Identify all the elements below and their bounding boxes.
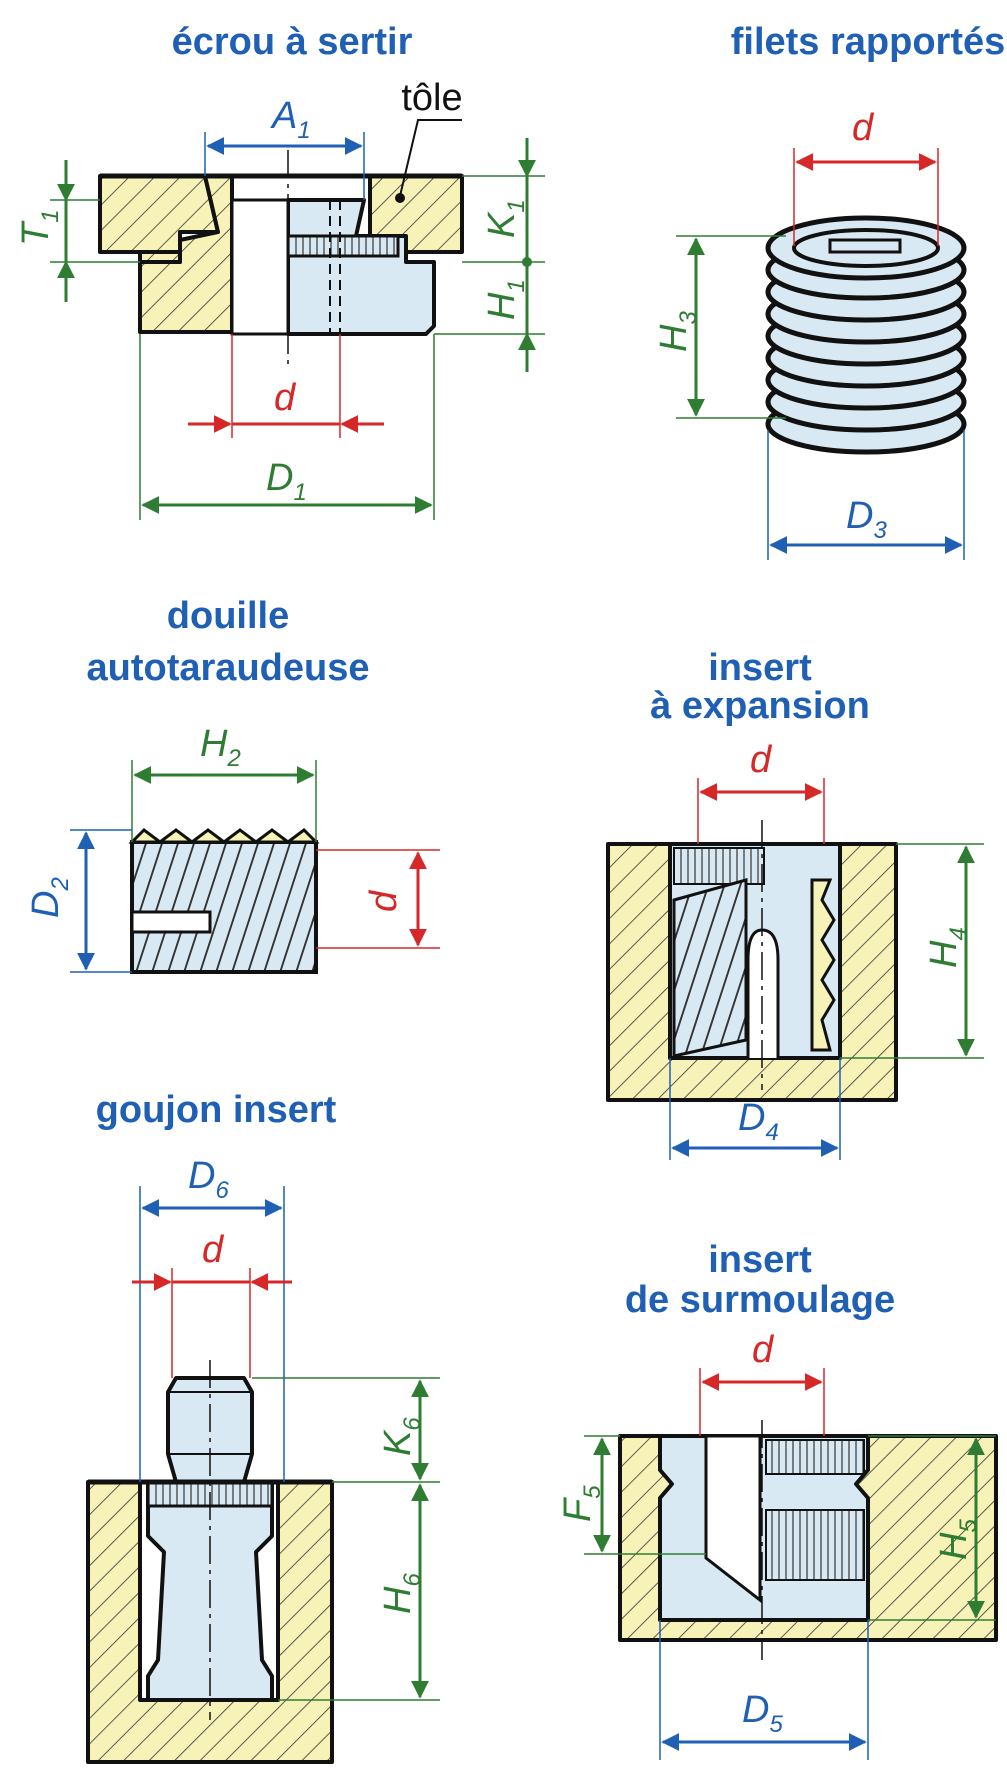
- goujon-title: goujon insert: [96, 1089, 337, 1131]
- goujon-insert-figure: goujon insert D6 d K6 H6: [86, 1089, 440, 1764]
- dim-d6-label: D6: [188, 1155, 229, 1204]
- surmoulage-knurl-top: [765, 1439, 865, 1475]
- surmoulage-title-line1: insert: [708, 1239, 812, 1281]
- sleeve-body: [130, 840, 318, 974]
- ecrou-a-sertir-figure: écrou à sertir tôle A1 T1: [15, 21, 545, 520]
- surmoulage-knurl-bottom: [765, 1509, 865, 1581]
- dim-t1-label: T1: [15, 209, 64, 246]
- dim-d4-label: D4: [738, 1097, 779, 1146]
- dim-k1-label: K1: [481, 199, 530, 238]
- sleeve-slot: [130, 910, 212, 934]
- douille-autotaraudeuse-figure: douille autotaraudeuse H2 D2 d: [25, 595, 440, 974]
- tole-label: tôle: [401, 77, 462, 119]
- expansion-slot: [746, 928, 780, 1058]
- sleeve-teeth: [128, 828, 320, 844]
- dim-d-label: d: [750, 739, 773, 781]
- douille-title-line1: douille: [167, 595, 289, 637]
- nut-knurl: [286, 234, 400, 258]
- dim-d1-label: D1: [266, 457, 307, 506]
- tole-leader-dot: [395, 193, 405, 203]
- expansion-teeth: [810, 878, 836, 1052]
- dim-d-label: d: [752, 1329, 775, 1371]
- dim-k6-label: K6: [377, 1417, 426, 1456]
- dim-h6-label: H6: [377, 1573, 426, 1614]
- expansion-knurl: [673, 847, 765, 885]
- coil-tang: [828, 238, 902, 254]
- dim-h5-label: H5: [933, 1519, 982, 1560]
- surmoulage-bore: [704, 1434, 762, 1604]
- nut-bore: [230, 198, 290, 336]
- expansion-thread: [672, 878, 748, 1058]
- dim-d3-label: D3: [846, 495, 887, 544]
- filets-rapportes-figure: filets rapportés d H3 D3: [653, 21, 1005, 560]
- helical-coil: [765, 215, 967, 455]
- dim-d5-label: D5: [742, 1689, 783, 1738]
- dim-h2-label: H2: [200, 723, 241, 772]
- surmoulage-title-line2: de surmoulage: [625, 1279, 895, 1321]
- dim-h3-label: H3: [653, 311, 702, 352]
- dim-h4-label: H4: [923, 927, 972, 968]
- insert-expansion-figure: insert à expansion d H4 D4: [606, 647, 984, 1160]
- nut-body-right: [286, 198, 436, 336]
- douille-title-line2: autotaraudeuse: [87, 647, 370, 689]
- dim-f5-label: F5: [557, 1485, 606, 1522]
- dim-d-label: d: [274, 377, 297, 419]
- dim-d2-label: D2: [25, 877, 74, 918]
- tole-leader: [399, 119, 462, 197]
- expansion-title-line1: insert: [708, 647, 812, 689]
- expansion-title-line2: à expansion: [650, 685, 870, 727]
- dim-d-label: d: [363, 889, 405, 912]
- dim-a1-label: A1: [270, 95, 311, 144]
- dim-h1-label: H1: [481, 279, 530, 320]
- nut-shoulder: [138, 250, 182, 264]
- filets-title: filets rapportés: [731, 21, 1006, 63]
- dim-d-label: d: [852, 107, 875, 149]
- ecrou-title: écrou à sertir: [172, 21, 413, 63]
- insert-surmoulage-figure: insert de surmoulage d F5 H5 D5: [557, 1239, 998, 1760]
- dim-d-label: d: [202, 1229, 225, 1271]
